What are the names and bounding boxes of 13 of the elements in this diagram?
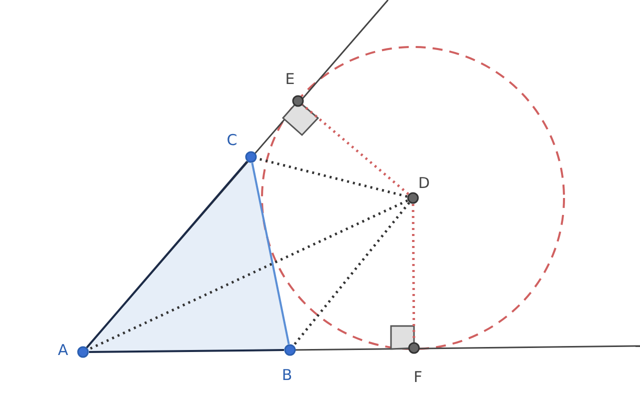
point-label: B — [280, 366, 294, 384]
point-label: F — [412, 368, 424, 386]
dotted-segment — [88, 199, 408, 351]
point-label: E — [284, 70, 296, 88]
dotted-segment — [302, 104, 410, 196]
point-label: C — [226, 131, 238, 149]
dotted-segment — [292, 202, 410, 346]
point-label: D — [417, 174, 431, 192]
segment — [86, 160, 248, 348]
segment — [89, 349, 284, 353]
point-label: A — [56, 341, 70, 359]
dotted-segment — [256, 157, 408, 198]
segment — [251, 162, 290, 344]
